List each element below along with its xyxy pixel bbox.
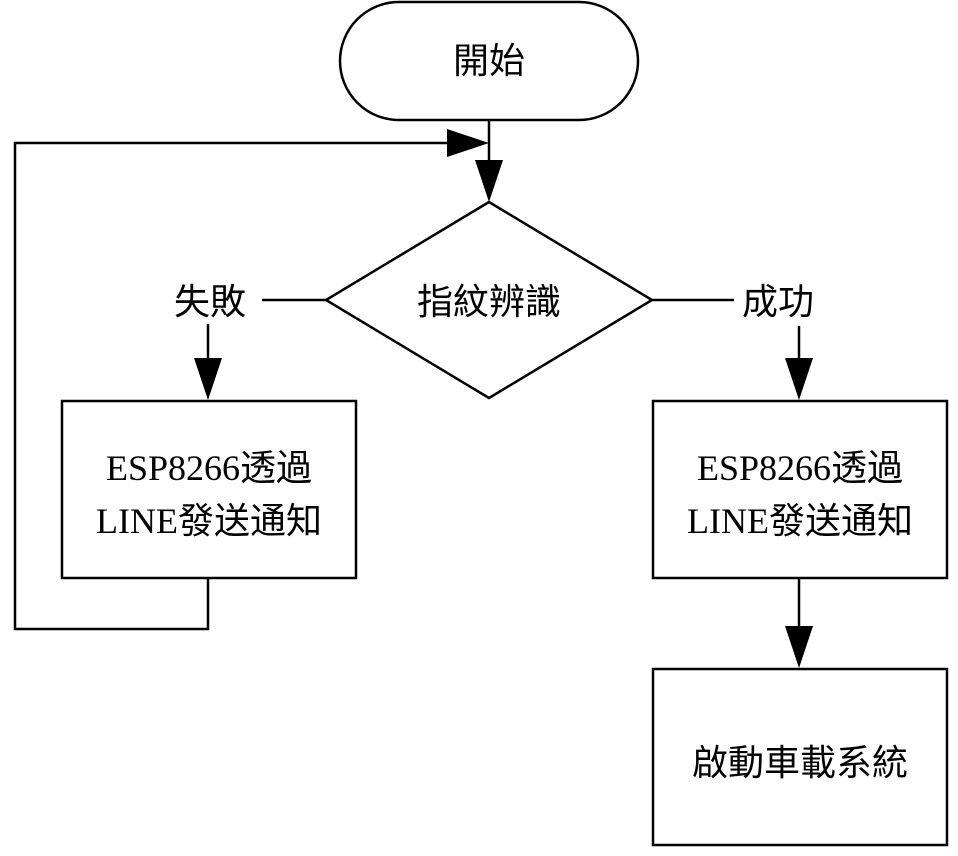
fail-notify-line1: ESP8266透過 xyxy=(106,448,312,488)
system-arrowhead xyxy=(785,626,813,668)
decision-label: 指紋辨識 xyxy=(417,282,561,322)
fail-label: 失敗 xyxy=(174,282,246,322)
loop-back-line xyxy=(13,141,447,631)
success-notify-line1: ESP8266透過 xyxy=(697,448,903,488)
fail-notify-box xyxy=(60,399,358,580)
success-notify-box xyxy=(651,399,949,580)
success-arrowhead xyxy=(785,358,813,400)
decision-entry-arrowhead xyxy=(475,160,503,202)
decision-diamond xyxy=(323,200,655,400)
fail-notify-line2: LINE發送通知 xyxy=(96,501,322,541)
start-label: 開始 xyxy=(453,41,525,81)
fail-arrowhead xyxy=(194,358,222,400)
start-system-box xyxy=(651,667,949,847)
success-notify-line2: LINE發送通知 xyxy=(687,501,913,541)
start-system-label: 啟動車載系統 xyxy=(692,743,908,783)
success-label: 成功 xyxy=(742,282,814,322)
loop-back-arrowhead xyxy=(447,129,489,157)
